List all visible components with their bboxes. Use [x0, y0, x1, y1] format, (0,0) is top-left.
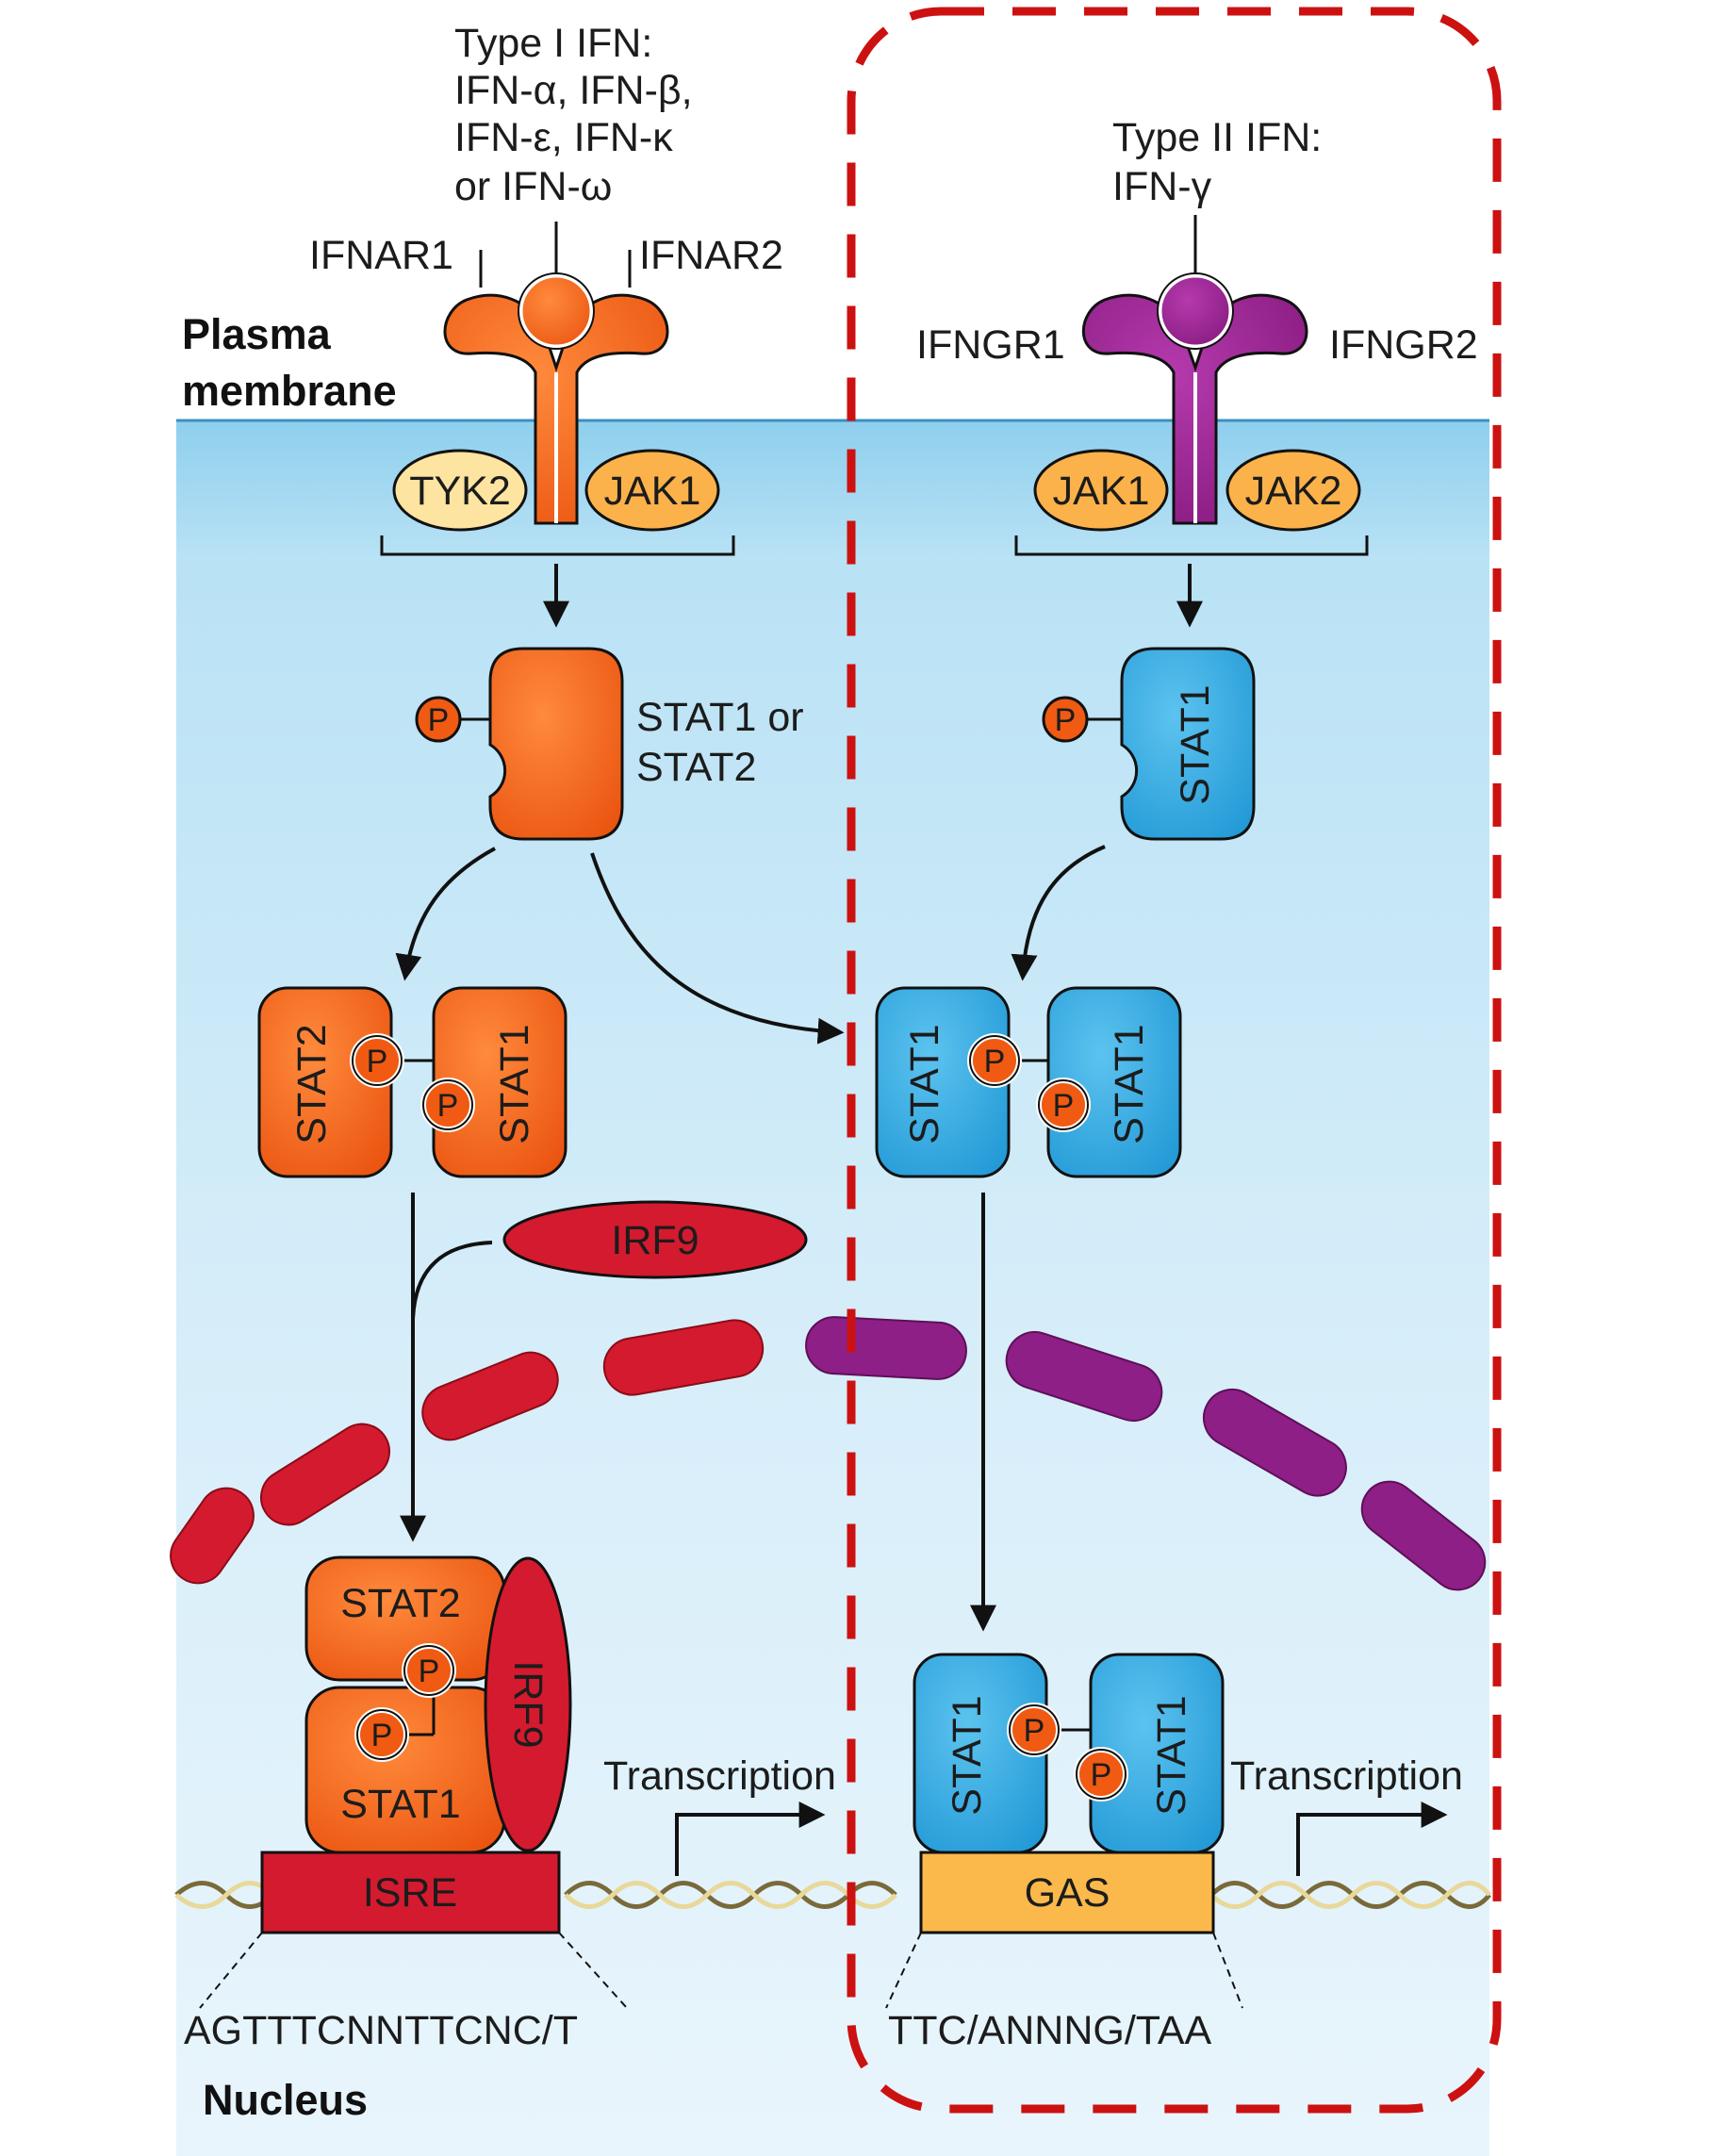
gaf-complex — [913, 1653, 1225, 1854]
jak2-kinase — [1225, 449, 1361, 532]
gas-element — [919, 1851, 1215, 1934]
nuclear-envelope — [170, 1316, 1487, 1591]
gaf-left-label: STAT1 — [945, 1695, 990, 1815]
type2-title-line-1: Type II IFN: — [1112, 115, 1322, 160]
plasma-membrane-label-1: Plasma — [182, 310, 332, 358]
phospho-label: P — [428, 702, 450, 738]
gaf-phospho-a: P — [1024, 1713, 1045, 1749]
dimer1-stat1-label: STAT1 — [492, 1024, 537, 1144]
type2-jak1-label: JAK1 — [1053, 469, 1150, 514]
stat1-or-stat2-line-1: STAT1 or — [636, 695, 804, 740]
type1-jak1-label: JAK1 — [604, 469, 701, 514]
isre-element — [260, 1851, 561, 1934]
stat1-or-stat2-line-2: STAT2 — [636, 745, 756, 790]
dimer2-left-label: STAT1 — [902, 1024, 947, 1144]
type1-title-line-3: IFN-ε, IFN-κ — [454, 115, 673, 160]
type1-ligand-title: Type I IFN: IFN-α, IFN-β, IFN-ε, IFN-κ o… — [454, 21, 693, 209]
type1-stat-monomer — [488, 647, 624, 841]
irf9-free — [502, 1200, 808, 1279]
gas-dash-left — [885, 1932, 922, 2009]
nucleus-label: Nucleus — [203, 2076, 368, 2124]
isgf3-phospho-a: P — [419, 1654, 440, 1689]
type2-bracket — [1014, 535, 1369, 556]
type2-stat1-monomer — [1120, 647, 1256, 841]
ifngr1-label: IFNGR1 — [916, 322, 1065, 368]
isre-sequence: AGTTTCNNTTCNC/T — [184, 2008, 578, 2053]
tyk2-kinase — [392, 449, 528, 532]
type1-transcription-label: Transcription — [603, 1753, 836, 1799]
dimer2-phospho-b: P — [1053, 1088, 1075, 1124]
type1-jak1-kinase — [584, 449, 720, 532]
type2-highlight-box — [847, 7, 1502, 2114]
isre-dash-left — [199, 1932, 263, 2009]
type1-title-line-1: Type I IFN: — [454, 21, 652, 66]
type2-transcription-label: Transcription — [1230, 1753, 1463, 1799]
tyk2-label: TYK2 — [409, 469, 511, 514]
isgf3-stat2-label: STAT2 — [340, 1581, 460, 1626]
type1-monomer-phospho — [415, 696, 462, 743]
type2-jak1-kinase — [1033, 449, 1169, 532]
arrow-to-type2-dimer — [1011, 845, 1106, 981]
gas-sequence: TTC/ANNNG/TAA — [888, 2008, 1212, 2053]
type1-title-line-2: IFN-α, IFN-β, — [454, 68, 693, 113]
stat1-homodimer — [875, 986, 1182, 1178]
dimer2-phospho-a: P — [984, 1044, 1006, 1079]
irf9-join-line — [411, 1241, 493, 1321]
gas-label: GAS — [1025, 1870, 1110, 1916]
stat2-stat1-heterodimer — [257, 986, 567, 1178]
dimer1-phospho-a: P — [367, 1044, 388, 1079]
ifngr-receptor — [1081, 272, 1308, 525]
type2-title-line-2: IFN-γ — [1112, 164, 1212, 209]
gas-dash-right — [1212, 1932, 1243, 2009]
isgf3-irf9-label: IRF9 — [505, 1660, 551, 1748]
ifnar2-label: IFNAR2 — [639, 233, 783, 278]
arrow-to-stat2-stat1 — [395, 847, 496, 981]
jak2-label: JAK2 — [1245, 469, 1342, 514]
type2-monomer-phospho — [1042, 696, 1089, 743]
type2-stat1-monomer-label: STAT1 — [1173, 684, 1218, 804]
type1-transcription-arrow — [675, 1802, 826, 1876]
isre-dash-right — [558, 1932, 628, 2009]
gaf-phospho-b: P — [1091, 1757, 1112, 1793]
isgf3-phospho-b: P — [371, 1718, 393, 1753]
plasma-membrane-label-2: membrane — [182, 367, 397, 415]
ifnar-receptor — [443, 272, 669, 525]
gaf-right-label: STAT1 — [1149, 1695, 1194, 1815]
arrow-to-stat1-homodimer — [590, 852, 845, 1045]
dimer1-stat2-label: STAT2 — [289, 1024, 335, 1144]
type1-bracket — [380, 535, 735, 556]
isre-label: ISRE — [363, 1870, 457, 1916]
dna-helix — [174, 1881, 1491, 1909]
dimer1-phospho-b: P — [437, 1088, 459, 1124]
ifngr2-label: IFNGR2 — [1329, 322, 1478, 368]
irf9-free-label: IRF9 — [611, 1218, 699, 1263]
ifnar1-label: IFNAR1 — [309, 233, 453, 278]
isgf3-stat1-label: STAT1 — [340, 1782, 460, 1827]
type1-title-line-4: or IFN-ω — [454, 164, 612, 209]
dimer2-right-label: STAT1 — [1107, 1024, 1152, 1144]
type2-monomer-phospho-label: P — [1055, 702, 1077, 738]
type2-transcription-arrow — [1296, 1802, 1448, 1876]
isgf3-complex — [304, 1555, 572, 1854]
